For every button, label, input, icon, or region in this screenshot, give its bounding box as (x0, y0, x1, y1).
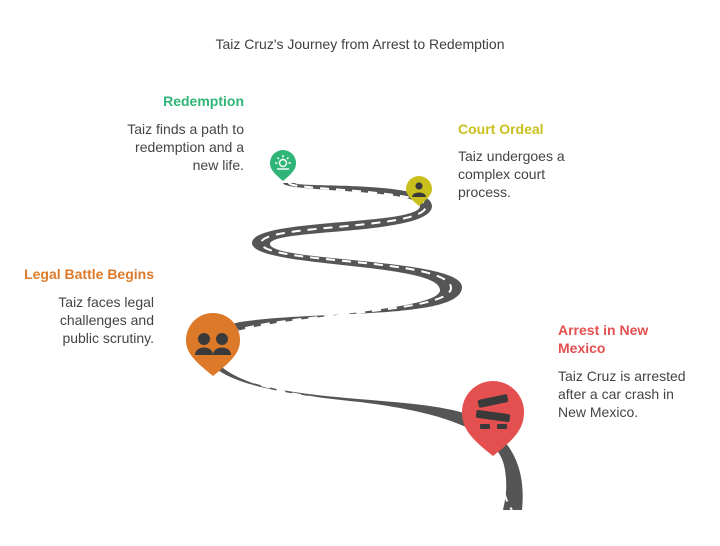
desc-line: new life. (192, 157, 244, 173)
legal-battle-pin (186, 313, 240, 376)
desc-line: public scrutiny. (62, 330, 154, 346)
desc-line: redemption and a (135, 139, 244, 155)
stage-desc-redemption: Taiz finds a path to redemption and a ne… (40, 120, 244, 174)
desc-line: complex court (458, 166, 546, 182)
title-line: Mexico (558, 340, 606, 356)
desc-line: process. (458, 184, 511, 200)
redemption-pin (270, 150, 296, 181)
title-line: Arrest in New (558, 322, 649, 338)
desc-line: Taiz faces legal (58, 294, 154, 310)
stage-desc-arrest: Taiz Cruz is arrested after a car crash … (558, 367, 718, 421)
stage-title-court-ordeal: Court Ordeal (458, 121, 544, 137)
diagram-title: Taiz Cruz's Journey from Arrest to Redem… (215, 36, 505, 52)
desc-line: Taiz undergoes a (458, 148, 565, 164)
arrest-pin (462, 381, 524, 456)
lane-markings (212, 182, 513, 511)
desc-line: Taiz Cruz is arrested (558, 368, 686, 384)
sun-icon (275, 155, 291, 170)
desc-line: after a car crash in (558, 386, 674, 402)
desc-line: New Mexico. (558, 404, 639, 420)
desc-line: challenges and (59, 312, 154, 328)
stage-desc-court-ordeal: Taiz undergoes a complex court process. (458, 147, 658, 201)
stage-title-legal-battle: Legal Battle Begins (24, 266, 154, 282)
stage-title-arrest: Arrest in New Mexico (558, 321, 718, 357)
road-surface (206, 183, 523, 510)
desc-line: Taiz finds a path to (127, 121, 244, 137)
stage-title-redemption: Redemption (163, 93, 244, 109)
car-crash-icon (475, 394, 511, 429)
people-icon (195, 333, 231, 355)
stage-desc-legal-battle: Taiz faces legal challenges and public s… (0, 293, 154, 347)
person-icon (412, 182, 426, 197)
court-ordeal-pin (406, 176, 432, 206)
